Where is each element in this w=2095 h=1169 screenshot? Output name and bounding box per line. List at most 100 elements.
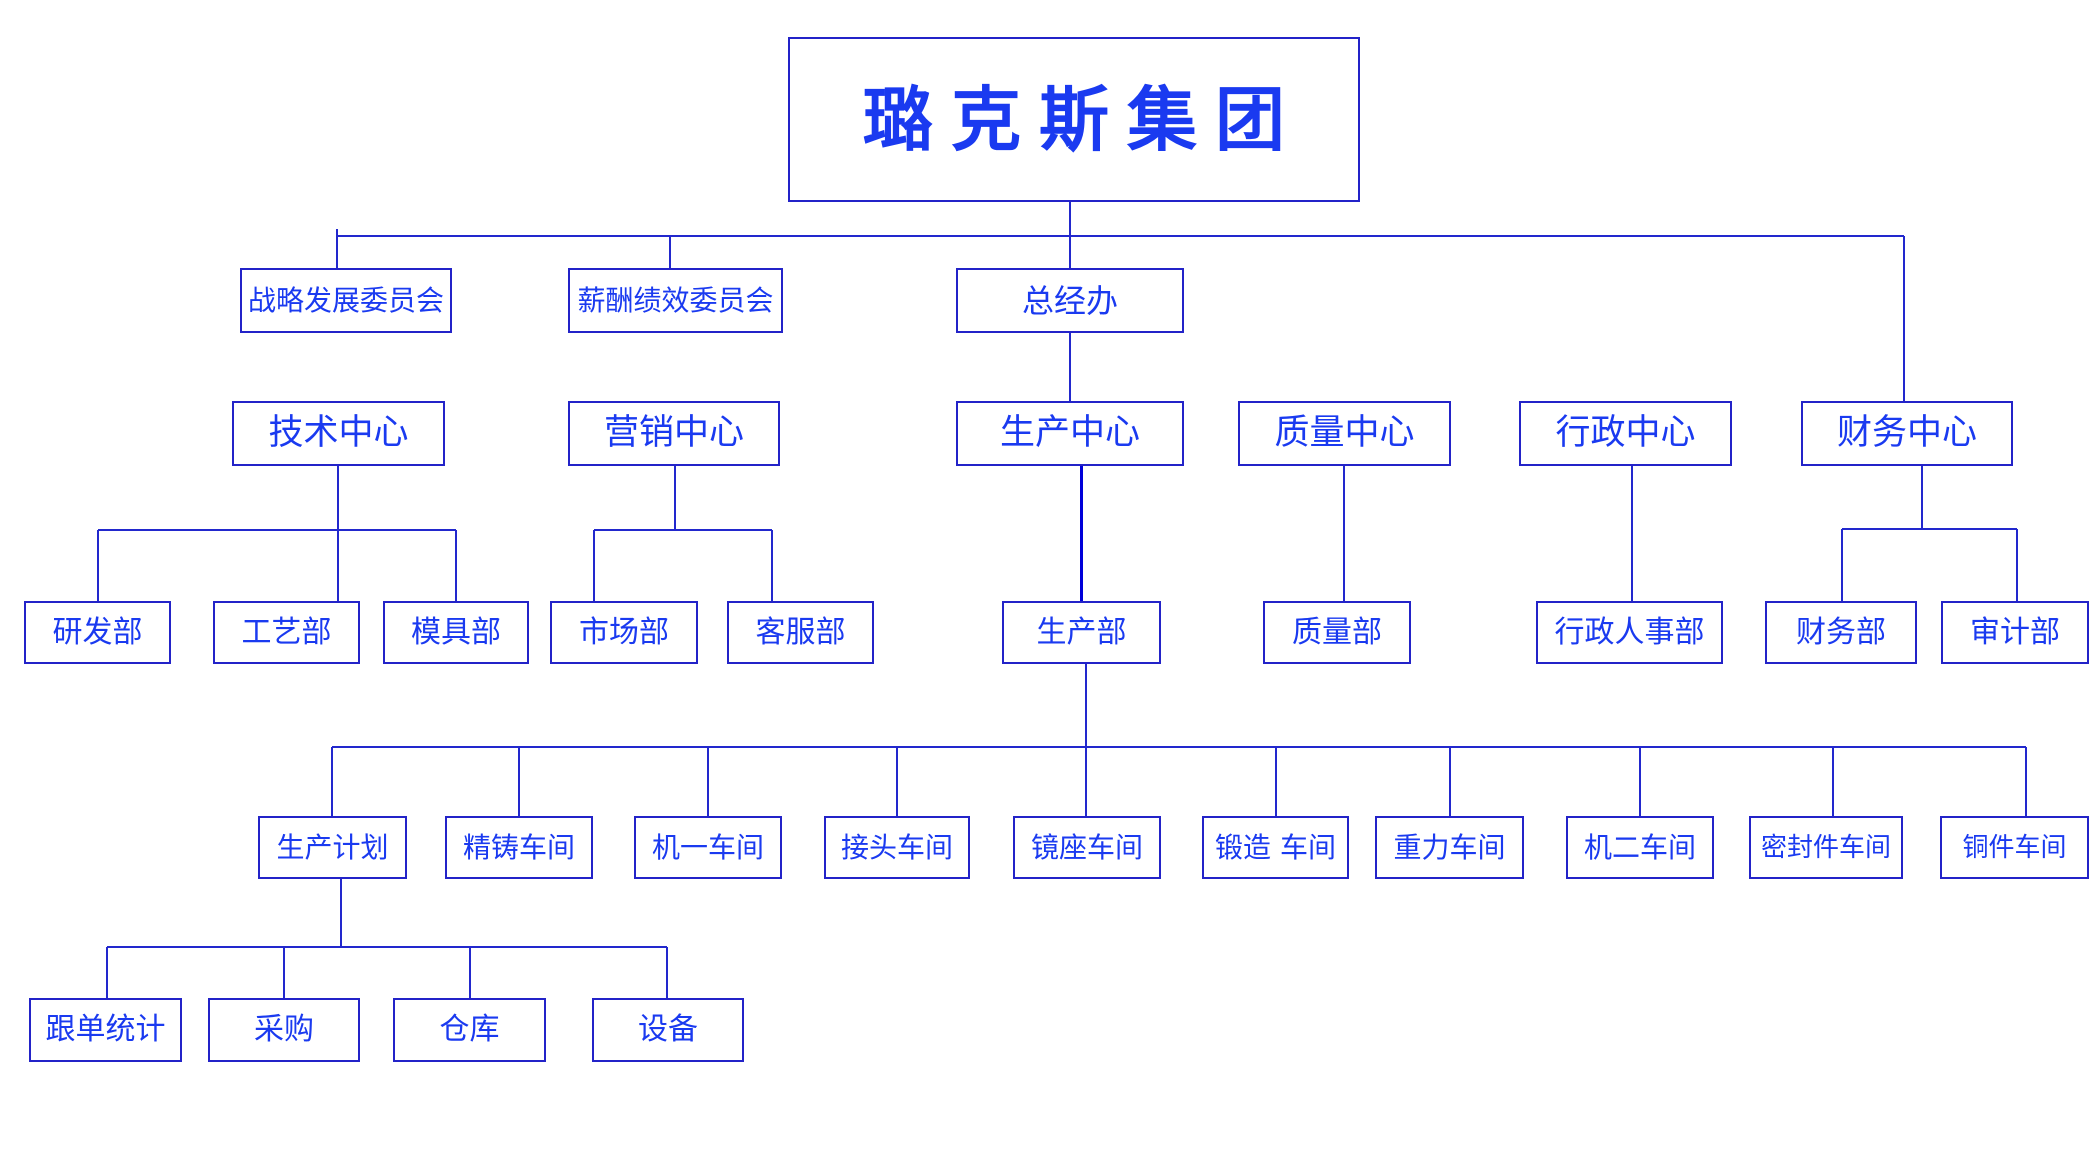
- org-box-label: 市场部: [579, 614, 669, 650]
- org-box-label: 营销中心: [603, 413, 744, 453]
- connector-line: [97, 530, 99, 601]
- org-box-mold-dept: 模具部: [383, 601, 529, 664]
- org-box-finance-dept: 财务部: [1765, 601, 1917, 664]
- org-box-label: 镜座车间: [1030, 830, 1143, 864]
- connector-line: [1275, 747, 1277, 816]
- org-box-machining1-workshop: 机一车间: [634, 816, 782, 879]
- org-box-mirror-base-workshop: 镜座车间: [1013, 816, 1161, 879]
- org-box-service-dept: 客服部: [727, 601, 874, 664]
- connector-line: [337, 466, 339, 601]
- org-box-label: 密封件车间: [1760, 832, 1891, 863]
- connector-line: [593, 530, 595, 601]
- connector-line: [707, 747, 709, 816]
- org-box-label: 财务中心: [1836, 413, 1977, 453]
- org-box-label: 工艺部: [241, 614, 332, 650]
- org-box-forging-workshop: 锻造 车间: [1202, 816, 1349, 879]
- connector-line: [1449, 747, 1451, 816]
- connector-line: [1903, 236, 1905, 401]
- connector-line: [666, 947, 668, 998]
- org-box-marketing-center: 营销中心: [568, 401, 780, 466]
- connector-line: [771, 530, 773, 601]
- org-box-label: 总经办: [1021, 281, 1118, 320]
- org-box-admin-center: 行政中心: [1519, 401, 1732, 466]
- org-box-label: 锻造 车间: [1215, 830, 1336, 864]
- org-box-finance-center: 财务中心: [1801, 401, 2013, 466]
- connector-line: [337, 235, 1904, 237]
- connector-line: [331, 747, 333, 816]
- org-box-label: 财务部: [1796, 614, 1886, 650]
- org-box-label: 质量中心: [1274, 413, 1415, 453]
- connector-line: [469, 947, 471, 998]
- org-box-label: 研发部: [52, 614, 143, 650]
- org-box-label: 生产计划: [276, 830, 389, 864]
- connector-line: [336, 229, 338, 268]
- org-box-label: 机一车间: [651, 830, 764, 864]
- org-box-order-tracking: 跟单统计: [29, 998, 182, 1062]
- connector-line: [98, 529, 456, 531]
- org-box-label: 薪酬绩效委员会: [577, 283, 774, 317]
- connector-line: [1832, 747, 1834, 816]
- org-box-label: 行政中心: [1555, 413, 1696, 453]
- org-box-label: 设备: [638, 1012, 698, 1047]
- org-box-label: 仓库: [439, 1012, 500, 1047]
- org-box-label: 接头车间: [840, 830, 953, 864]
- connector-line: [1069, 333, 1071, 401]
- connector-line: [1085, 664, 1087, 816]
- org-box-label: 技术中心: [268, 413, 409, 453]
- org-box-purchasing: 采购: [208, 998, 360, 1062]
- org-box-label: 铜件车间: [1962, 832, 2067, 863]
- org-box-precision-casting-workshop: 精铸车间: [445, 816, 593, 879]
- org-box-warehouse: 仓库: [393, 998, 546, 1062]
- org-box-copper-parts-workshop: 铜件车间: [1940, 816, 2089, 879]
- connector-line: [283, 947, 285, 998]
- org-box-label: 采购: [254, 1012, 314, 1047]
- org-box-label: 行政人事部: [1554, 614, 1705, 650]
- org-box-label: 生产部: [1036, 614, 1127, 650]
- connector-line: [896, 747, 898, 816]
- org-box-label: 生产中心: [999, 413, 1140, 453]
- org-box-equipment: 设备: [592, 998, 744, 1062]
- org-box-production-center: 生产中心: [956, 401, 1184, 466]
- org-box-quality-center: 质量中心: [1238, 401, 1451, 466]
- org-box-label: 审计部: [1970, 614, 2060, 650]
- org-box-gm-office: 总经办: [956, 268, 1184, 333]
- org-box-label: 精铸车间: [462, 830, 575, 864]
- org-box-label: 璐克斯集团: [863, 78, 1303, 161]
- org-box-rd-dept: 研发部: [24, 601, 171, 664]
- org-box-quality-dept: 质量部: [1263, 601, 1411, 664]
- connector-line: [107, 946, 667, 948]
- connector-line: [2025, 747, 2027, 816]
- org-box-company: 璐克斯集团: [788, 37, 1360, 202]
- connector-line: [106, 947, 108, 998]
- org-box-label: 质量部: [1292, 614, 1382, 650]
- org-box-tech-center: 技术中心: [232, 401, 445, 466]
- connector-line: [674, 466, 676, 530]
- org-box-label: 跟单统计: [45, 1012, 166, 1047]
- connector-line: [669, 236, 671, 268]
- connector-line: [340, 879, 342, 947]
- org-box-label: 机二车间: [1583, 830, 1696, 864]
- org-box-label: 战略发展委员会: [247, 283, 444, 317]
- org-box-gravity-workshop: 重力车间: [1375, 816, 1524, 879]
- org-box-market-dept: 市场部: [550, 601, 698, 664]
- org-box-strategy-committee: 战略发展委员会: [240, 268, 452, 333]
- connector-line: [1079, 466, 1083, 601]
- org-box-seal-parts-workshop: 密封件车间: [1749, 816, 1903, 879]
- org-box-label: 重力车间: [1393, 830, 1506, 864]
- org-box-audit-dept: 审计部: [1941, 601, 2089, 664]
- connector-line: [1631, 466, 1633, 601]
- connector-line: [1842, 528, 2017, 530]
- connector-line: [518, 747, 520, 816]
- connector-line: [1841, 529, 1843, 601]
- org-box-production-planning: 生产计划: [258, 816, 407, 879]
- connector-line: [1639, 747, 1641, 816]
- org-box-production-dept: 生产部: [1002, 601, 1161, 664]
- connector-line: [1343, 466, 1345, 601]
- connector-line: [332, 746, 2026, 748]
- org-box-compensation-committee: 薪酬绩效委员会: [568, 268, 783, 333]
- connector-line: [2016, 529, 2018, 601]
- org-box-label: 客服部: [755, 614, 846, 650]
- connector-line: [455, 530, 457, 601]
- connector-line: [594, 529, 772, 531]
